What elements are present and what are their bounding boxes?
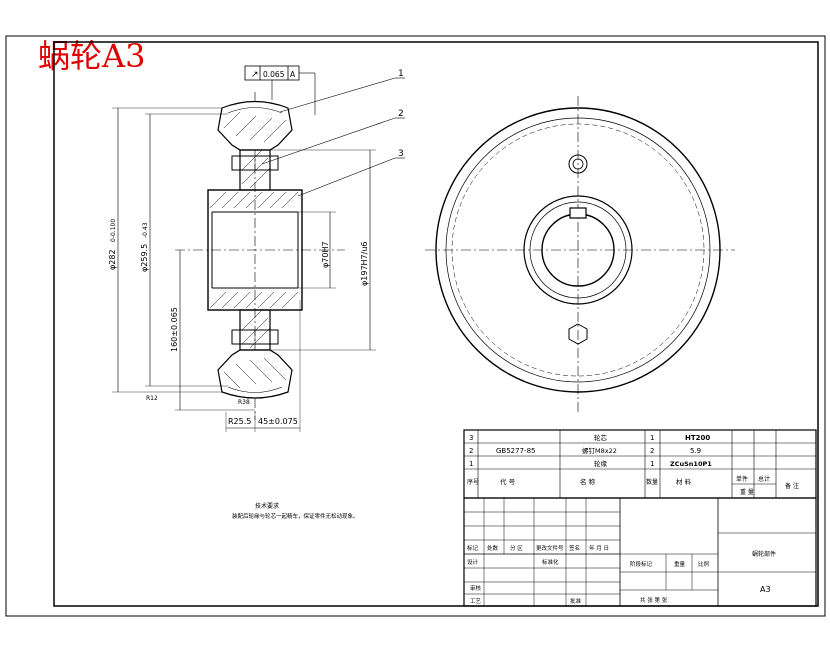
dim-d259-tol: -0.43 [142, 222, 149, 238]
parts-row-material: HT200 [685, 434, 710, 442]
parts-row-name: 螺钉M8x22 [582, 446, 617, 455]
tb-label-sign: 签名 [569, 544, 580, 552]
balloon-1: 1 [398, 69, 404, 79]
dim-d259: φ259.5 [140, 244, 149, 272]
parts-header-code: 代 号 [500, 477, 516, 486]
parts-row-qty: 1 [650, 434, 654, 442]
parts-row-name: 轮芯 [594, 433, 608, 442]
parts-header-name: 名 称 [580, 477, 596, 486]
tb-sheets: 共 张 第 张 [640, 596, 668, 604]
parts-row-qty: 1 [650, 460, 654, 468]
tb-scale: 比例 [698, 560, 710, 568]
balloon-2: 2 [398, 109, 404, 119]
front-view [425, 96, 735, 412]
parts-header-no: 序号 [467, 478, 479, 486]
parts-header-unit-weight: 单件 [736, 475, 748, 483]
parts-row-qty: 2 [650, 447, 654, 455]
tolerance-value: 0.065 [263, 70, 285, 79]
parts-header-qty: 数量 [646, 478, 658, 486]
balloon-3: 3 [398, 149, 404, 159]
dim-d282-tol: 0​-0.100 [110, 219, 117, 242]
dim-r25: R25.5 [228, 417, 251, 426]
parts-row-no: 1 [469, 460, 473, 468]
dim-r12: R12 [146, 395, 158, 402]
tb-design: 设计 [467, 558, 479, 566]
tech-note-heading: 技术要求 [255, 502, 279, 510]
tb-format: A3 [760, 585, 771, 594]
tb-approve: 批准 [570, 597, 582, 605]
dim-d197: φ197H7/u6 [360, 241, 369, 286]
parts-row-code: GB5277-85 [496, 447, 535, 455]
tolerance-symbol: ↗ [251, 70, 259, 80]
dim-center: 160±0.065 [170, 307, 179, 352]
dim-w45: 45±0.075 [258, 417, 298, 426]
tb-weight: 重量 [674, 560, 686, 568]
parts-row-material: ZCuSn10P1 [670, 460, 712, 468]
tb-label-count: 处数 [487, 544, 499, 552]
tb-label-change: 更改文件号 [536, 544, 564, 552]
tb-stage: 阶段标记 [630, 560, 653, 568]
parts-header-total-weight: 总计 [758, 475, 770, 483]
title-block-text: 标记 处数 分 区 更改文件号 签名 年 月 日 设计 标准化 审核 工艺 批准… [467, 544, 776, 605]
dim-r38: R38 [238, 399, 250, 406]
tb-review: 审核 [470, 584, 482, 592]
tb-label-mark: 标记 [467, 544, 479, 552]
tolerance-datum: A [290, 70, 296, 79]
parts-row-no: 2 [469, 447, 473, 455]
parts-header-remark: 备 注 [785, 482, 799, 490]
parts-row-no: 3 [469, 434, 473, 442]
title-block [463, 497, 817, 607]
parts-table-rows: 3 轮芯 1 HT200 2 GB5277-85 螺钉M8x22 2 5.9 1… [467, 433, 799, 496]
tb-standard: 标准化 [542, 558, 559, 566]
outer-border [5, 35, 826, 617]
parts-header-weight: 重 量 [740, 488, 754, 496]
section-view [112, 65, 405, 432]
tb-craft: 工艺 [470, 598, 482, 605]
tb-label-date: 年 月 日 [589, 544, 609, 552]
tb-label-zone: 分 区 [510, 544, 523, 552]
drawing-title: 蜗轮A3 [38, 37, 146, 75]
parts-row-name: 轮缘 [594, 459, 608, 468]
parts-row-material: 5.9 [690, 447, 701, 455]
dim-d70: φ70H7 [321, 241, 330, 268]
dim-d282: φ282 [108, 249, 117, 270]
inner-border [53, 41, 819, 607]
parts-header-material: 材 料 [676, 477, 692, 486]
tech-note-text: 装配后轮缘与轮芯一起精车，保证零件无松动现象。 [232, 512, 359, 520]
tb-drawing-name: 蜗轮部件 [752, 550, 776, 558]
parts-table [463, 429, 817, 499]
